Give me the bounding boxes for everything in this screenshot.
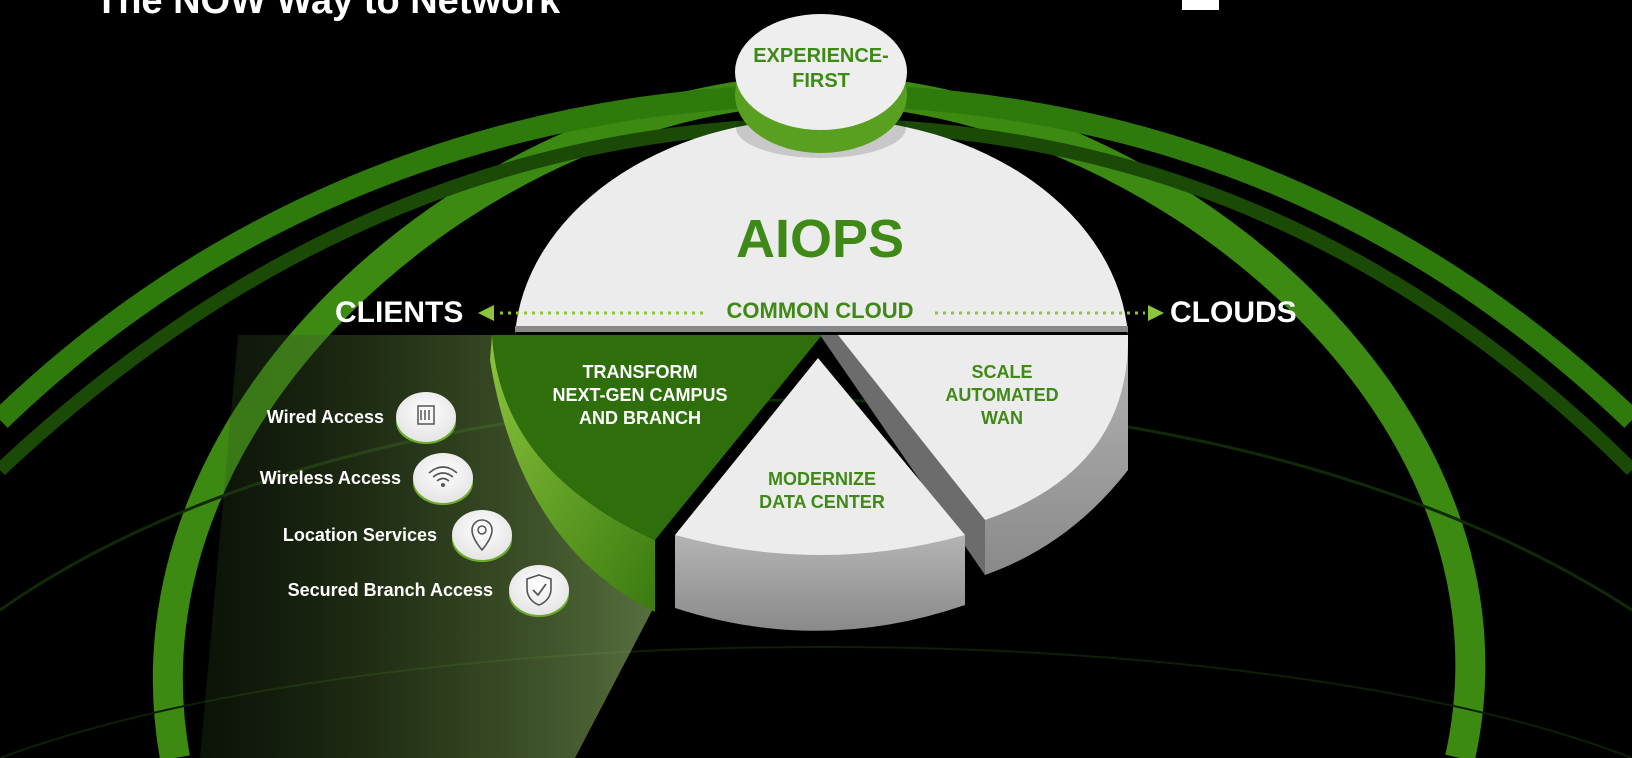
- transform-segment-side: [490, 335, 655, 612]
- logo-block: [1182, 0, 1219, 10]
- modernize-segment-top: [675, 358, 965, 555]
- ethernet-icon: [396, 392, 456, 444]
- feature-label-secured: Secured Branch Access: [287, 580, 493, 600]
- modernize-segment-side: [675, 535, 965, 631]
- common-cloud-label: COMMON CLOUD: [726, 298, 914, 323]
- feature-label-wireless: Wireless Access: [259, 468, 401, 488]
- feature-label-wired: Wired Access: [266, 407, 384, 427]
- scale-segment-top: [838, 335, 1129, 520]
- common-cloud-arrows: [478, 305, 1164, 321]
- experience-first-disc: [735, 14, 907, 158]
- page-title: The NOW Way to Network: [95, 0, 561, 22]
- modernize-segment-label: MODERNIZE DATA CENTER: [759, 469, 885, 512]
- transform-segment-top: [492, 335, 822, 540]
- clients-label: CLIENTS: [335, 296, 464, 329]
- location-pin-icon: [452, 510, 512, 562]
- shield-check-icon: [509, 565, 569, 617]
- clouds-label: CLOUDS: [1170, 296, 1297, 329]
- wifi-icon: [413, 453, 473, 505]
- aiops-label: AIOPS: [735, 209, 905, 269]
- experience-first-label: EXPERIENCE- FIRST: [753, 45, 889, 92]
- feature-label-location: Location Services: [282, 525, 437, 545]
- common-cloud-seam: [515, 326, 1128, 332]
- transform-segment-label: TRANSFORM NEXT-GEN CAMPUS AND BRANCH: [552, 362, 728, 428]
- aiops-disc-top: [515, 118, 1128, 335]
- scale-segment-label: SCALE AUTOMATED WAN: [945, 362, 1059, 428]
